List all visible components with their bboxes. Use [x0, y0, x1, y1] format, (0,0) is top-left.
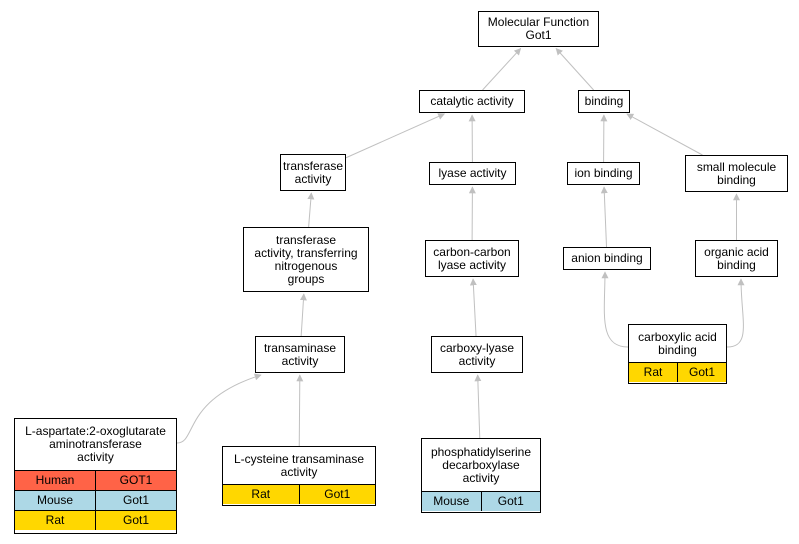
- node-transferase-activity[interactable]: transferase activity: [280, 154, 346, 191]
- node-transaminase-activity[interactable]: transaminase activity: [255, 336, 345, 373]
- gene-cell: Got1: [480, 492, 541, 511]
- orthology-row-rat: Rat Got1: [223, 484, 375, 504]
- species-cell: Mouse: [36, 493, 74, 507]
- gene-cell: Got1: [298, 485, 376, 504]
- edge-aspartate-to-transaminase: [176, 373, 262, 444]
- node-molecular-function[interactable]: Molecular Function Got1: [478, 11, 599, 47]
- node-label: carboxylic acid binding: [638, 329, 717, 357]
- node-carboxy-lyase-activity[interactable]: carboxy-lyase activity: [431, 336, 523, 373]
- edge-carboxy_lyase-to-carbon_carbon: [469, 278, 477, 337]
- node-transferase-nitrogenous-groups[interactable]: transferase activity, transferring nitro…: [243, 227, 369, 292]
- edge-carboxylic_acid-to-anion_binding: [601, 271, 629, 348]
- orthology-row-rat: Rat Got1: [629, 362, 726, 382]
- edge-binding-to-root: [555, 47, 594, 91]
- node-organic-acid-binding[interactable]: organic acid binding: [695, 240, 778, 277]
- orthology-row-mouse: Mouse Got1: [15, 490, 176, 510]
- orthology-row-rat: Rat Got1: [15, 510, 176, 530]
- gene-cell: Got1: [677, 363, 726, 382]
- node-label: L-aspartate:2-oxoglutarate aminotransfer…: [25, 424, 166, 464]
- orthology-row-mouse: Mouse Got1: [422, 491, 540, 511]
- edge-small_molecule-to-binding: [626, 113, 703, 156]
- edge-transferase_nitrogen-to-transferase: [307, 192, 315, 228]
- node-small-molecule-binding[interactable]: small molecule binding: [685, 155, 788, 192]
- species-cell: Human: [35, 473, 75, 487]
- node-phosphatidylserine-decarboxylase-activity[interactable]: phosphatidylserine decarboxylase activit…: [421, 438, 541, 513]
- node-ion-binding[interactable]: ion binding: [567, 162, 640, 185]
- node-binding[interactable]: binding: [578, 90, 630, 113]
- node-aspartate-aminotransferase-activity[interactable]: L-aspartate:2-oxoglutarate aminotransfer…: [14, 418, 177, 534]
- edge-transferase-to-catalytic: [345, 113, 446, 159]
- node-lyase-activity[interactable]: lyase activity: [429, 162, 516, 185]
- edge-transaminase-to-transferase_nitrogen: [299, 293, 307, 337]
- edge-anion_binding-to-ion_binding: [600, 186, 608, 248]
- gene-cell: GOT1: [95, 471, 176, 490]
- edge-carboxylic_acid-to-organic_acid: [726, 278, 745, 348]
- edge-phosphatidylserine-to-carboxy_lyase: [474, 374, 482, 439]
- node-label: L-cysteine transaminase activity: [233, 451, 365, 479]
- edge-catalytic-to-root: [482, 47, 522, 91]
- orthology-row-human: Human GOT1: [15, 470, 176, 490]
- node-label: phosphatidylserine decarboxylase activit…: [430, 444, 532, 485]
- node-catalytic-activity[interactable]: catalytic activity: [419, 90, 525, 113]
- gene-cell: Got1: [95, 511, 176, 530]
- species-cell: Rat: [251, 487, 271, 501]
- species-cell: Rat: [643, 365, 663, 379]
- node-cysteine-transaminase-activity[interactable]: L-cysteine transaminase activity Rat Got…: [222, 446, 376, 506]
- species-cell: Rat: [45, 513, 65, 527]
- edge-cysteine-to-transaminase: [296, 374, 304, 447]
- node-anion-binding[interactable]: anion binding: [563, 247, 651, 270]
- node-carboxylic-acid-binding[interactable]: carboxylic acid binding Rat Got1: [628, 324, 727, 384]
- species-cell: Mouse: [433, 494, 470, 508]
- node-carbon-carbon-lyase-activity[interactable]: carbon-carbon lyase activity: [425, 240, 519, 277]
- gene-cell: Got1: [95, 491, 176, 510]
